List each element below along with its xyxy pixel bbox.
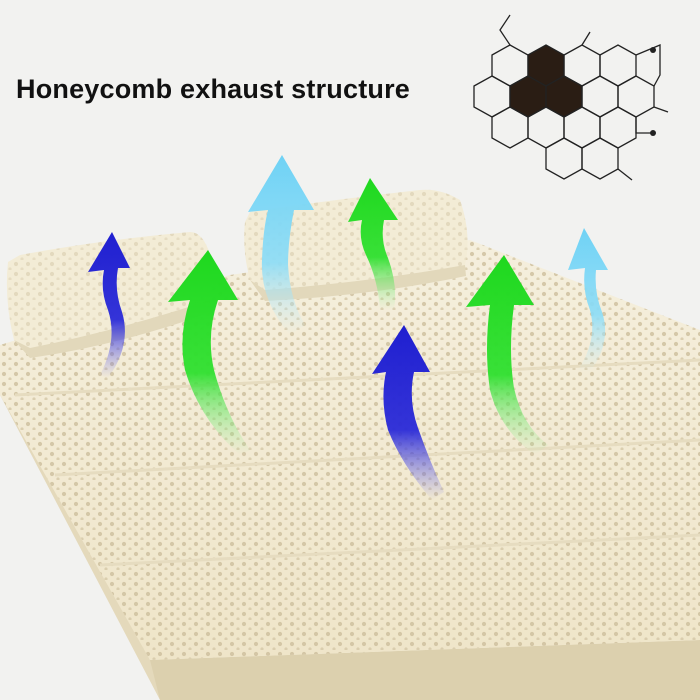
right-pillow	[244, 189, 468, 301]
airflow-arrow-icon	[88, 232, 130, 378]
airflow-arrow-icon	[348, 178, 398, 310]
honeycomb-diagram-icon	[473, 14, 669, 181]
airflow-arrows	[88, 155, 608, 500]
airflow-arrow-icon	[248, 155, 314, 335]
airflow-arrow-icon	[168, 250, 250, 455]
mattress	[0, 240, 700, 700]
airflow-arrow-icon	[372, 325, 444, 500]
airflow-arrow-icon	[466, 255, 548, 455]
headline: Honeycomb exhaust structure	[16, 74, 410, 104]
airflow-arrow-icon	[568, 228, 608, 372]
